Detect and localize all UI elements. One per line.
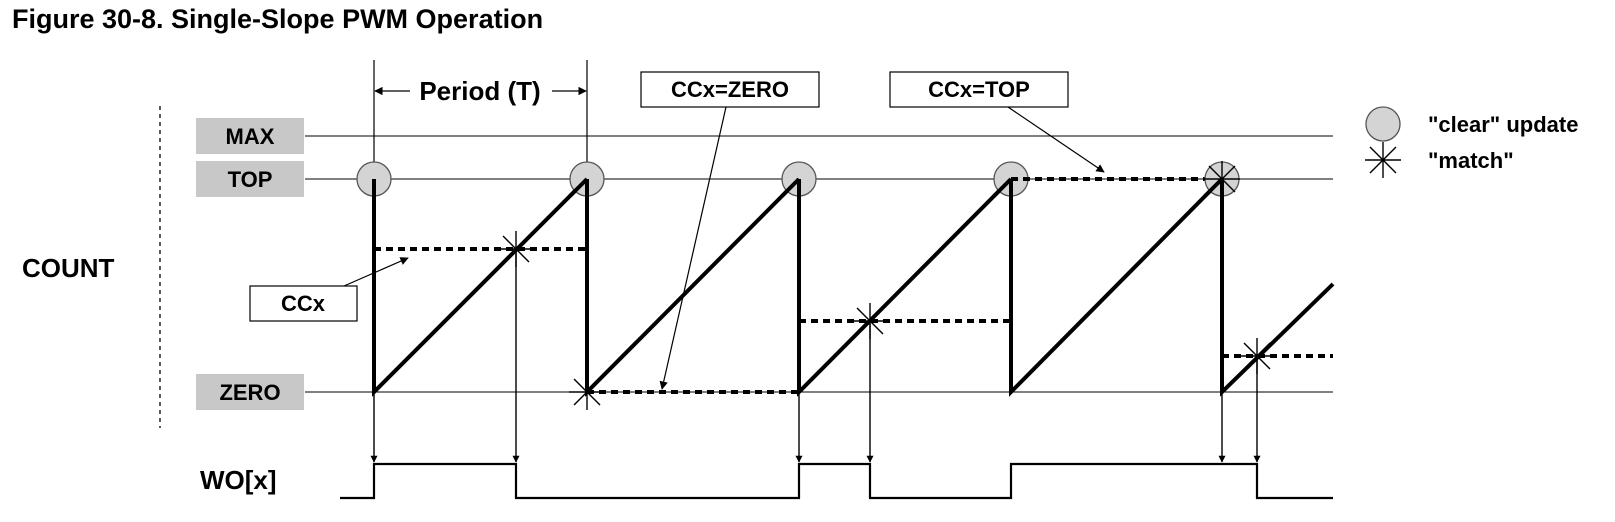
period-label: Period (T) <box>419 76 540 106</box>
ccx-zero-callout-label: CCx=ZERO <box>671 77 789 102</box>
figure-title: Figure 30-8. Single-Slope PWM Operation <box>12 4 544 34</box>
top-label: TOP <box>228 167 273 192</box>
legend: "clear" update "match" <box>1365 106 1578 178</box>
ccx-callout-label: CCx <box>281 291 326 316</box>
match-asterisk-4 <box>1204 161 1240 197</box>
ccx-top-callout-pointer <box>1007 106 1105 173</box>
ccx-top-callout-label: CCx=TOP <box>928 77 1030 102</box>
zero-label: ZERO <box>219 380 280 405</box>
top-label-box <box>196 161 304 197</box>
ccx-zero-callout-box <box>640 71 820 108</box>
wo-waveform <box>340 462 1333 500</box>
match-markers <box>498 161 1275 410</box>
ccx-callout-pointer <box>343 257 409 287</box>
ccx-zero-callout-pointer <box>659 106 727 390</box>
legend-match-label: "match" <box>1428 148 1514 173</box>
sawtooth-top-overlays <box>372 177 1224 200</box>
wo-label: WO[x] <box>200 465 277 495</box>
zero-label-box <box>196 374 304 410</box>
counter-sawtooth <box>372 174 1335 397</box>
legend-match-icon <box>1365 142 1401 178</box>
event-arrows <box>370 249 1261 463</box>
ccx-top-callout-box <box>889 71 1069 108</box>
count-label: COUNT <box>22 253 115 283</box>
legend-clear-update-label: "clear" update <box>1428 112 1578 137</box>
legend-clear-update-icon <box>1365 106 1401 142</box>
match-asterisk-2 <box>569 374 605 410</box>
ccx-callout-box <box>249 285 358 322</box>
max-label-box <box>196 118 304 154</box>
max-label: MAX <box>226 124 275 149</box>
